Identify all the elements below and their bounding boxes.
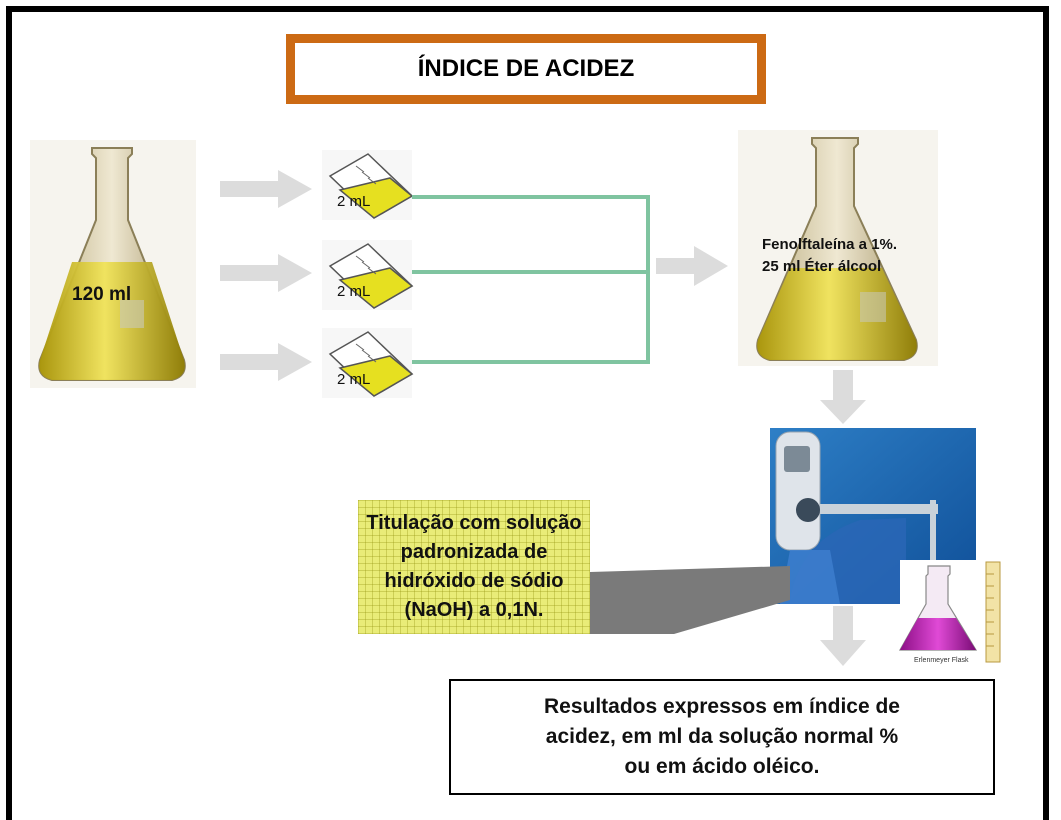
reagent-flask	[738, 130, 938, 366]
title-box: ÍNDICE DE ACIDEZ	[286, 34, 766, 104]
reagent-line-2: 25 ml Éter álcool	[762, 258, 882, 275]
arrow-down-to-results	[820, 606, 866, 666]
beaker-3: 2 mL	[322, 328, 414, 398]
beaker-1: 2 mL	[322, 150, 414, 220]
arrow-to-beaker-3	[220, 343, 312, 381]
connector-lines	[412, 195, 650, 364]
result-line-2: acidez, em ml da solução normal %	[545, 725, 899, 748]
arrow-to-reagent-flask	[656, 246, 728, 286]
reagent-line-1: Fenolftaleína a 1%.	[762, 236, 898, 253]
beaker-2: 2 mL	[322, 240, 414, 310]
titration-connector	[590, 566, 790, 634]
titration-line-3: hidróxido de sódio	[384, 570, 564, 592]
erlenmeyer-caption: Erlenmeyer Flask	[914, 657, 969, 664]
result-box: Resultados expressos em índice de acidez…	[449, 679, 995, 795]
titration-line-1: Titulação com solução	[366, 512, 582, 534]
arrow-down-to-titrator	[820, 370, 866, 424]
arrow-to-beaker-1	[220, 170, 312, 208]
erlenmeyer-flask-image: Erlenmeyer Flask	[898, 560, 1004, 670]
titration-line-2: padronizada de	[400, 541, 548, 563]
sample-flask	[30, 140, 196, 388]
titration-box: Titulação com solução padronizada de hid…	[358, 500, 590, 634]
beaker-2-label: 2 mL	[337, 283, 370, 300]
result-line-3: ou em ácido oléico.	[624, 755, 820, 778]
titration-line-4: (NaOH) a 0,1N.	[404, 599, 544, 621]
page-title: ÍNDICE DE ACIDEZ	[295, 43, 757, 95]
beaker-1-label: 2 mL	[337, 193, 370, 210]
beaker-3-label: 2 mL	[337, 371, 370, 388]
sample-flask-label: 120 ml	[72, 284, 132, 305]
result-line-1: Resultados expressos em índice de	[544, 695, 900, 718]
reagent-flask-label: Fenolftaleína a 1%. 25 ml Éter álcool	[762, 234, 897, 278]
arrow-to-beaker-2	[220, 254, 312, 292]
